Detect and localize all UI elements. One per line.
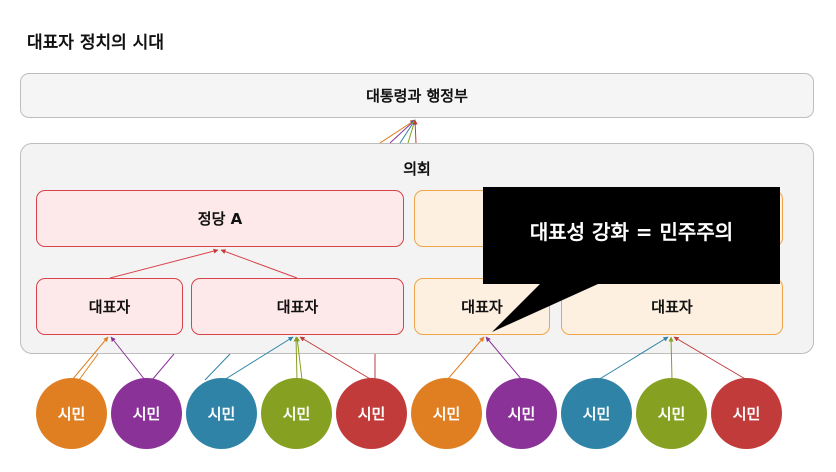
representative-label: 대표자: [88, 298, 131, 316]
party-a-label: 정당 A: [197, 210, 243, 228]
representative-label: 대표자: [276, 298, 319, 316]
citizen-label: 시민: [132, 405, 161, 423]
assembly-to-executive-arrows: [379, 119, 418, 144]
citizen-circle: 시민: [261, 378, 332, 449]
diagram-title: 대표자 정치의 시대: [27, 33, 164, 53]
representative-label: 대표자: [651, 298, 693, 316]
executive-label: 대통령과 행정부: [366, 87, 468, 105]
citizen-label: 시민: [57, 405, 86, 423]
citizen-label: 시민: [507, 405, 536, 423]
citizen-circle: 시민: [636, 378, 707, 449]
representative-2: 대표자: [191, 278, 404, 335]
citizen-circle: 시민: [711, 378, 782, 449]
citizen-circle: 시민: [111, 378, 182, 449]
citizen-circle: 시민: [36, 378, 107, 449]
citizen-circle: 시민: [561, 378, 632, 449]
citizen-label: 시민: [432, 405, 461, 423]
citizen-label: 시민: [657, 405, 686, 423]
callout-text: 대표성 강화 = 민주주의: [529, 220, 734, 244]
citizen-label: 시민: [207, 405, 236, 423]
party-a-box: 정당 A: [36, 190, 404, 247]
citizen-circle: 시민: [336, 378, 407, 449]
assembly-label: 의회: [403, 160, 431, 178]
representative-4: 대표자: [561, 278, 783, 335]
citizen-label: 시민: [282, 405, 311, 423]
citizen-partial-lines: [78, 353, 376, 381]
citizen-label: 시민: [582, 405, 611, 423]
executive-box: 대통령과 행정부: [20, 73, 814, 118]
citizen-circle: 시민: [186, 378, 257, 449]
citizen-circle: 시민: [411, 378, 482, 449]
citizen-circle: 시민: [486, 378, 557, 449]
citizen-label: 시민: [732, 405, 761, 423]
citizen-label: 시민: [357, 405, 386, 423]
representative-label: 대표자: [461, 298, 503, 316]
representative-3: 대표자: [414, 278, 550, 335]
representative-1: 대표자: [36, 278, 183, 335]
